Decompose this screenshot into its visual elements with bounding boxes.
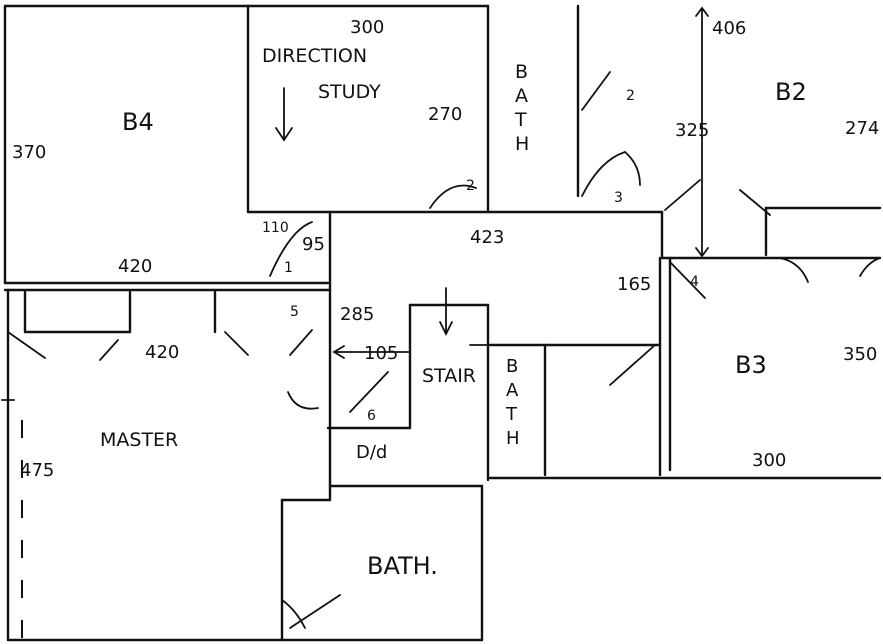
bath-mid-letter-4: H: [506, 428, 520, 449]
door-number-4: 4: [690, 274, 699, 290]
dim-b3-side: 350: [843, 344, 877, 365]
room-dressing-label: D/d: [356, 442, 387, 463]
dim-study-side: 270: [428, 104, 462, 125]
bath-top-letter-4: H: [515, 133, 529, 155]
room-stair-label: STAIR: [422, 365, 476, 387]
arrows: [275, 6, 709, 359]
dim-b4-side: 370: [12, 142, 46, 163]
room-b3-label: B3: [735, 351, 767, 379]
door-swings: [7, 71, 881, 629]
walls: [3, 4, 882, 642]
door-number-3: 3: [614, 190, 623, 206]
door-number-6: 6: [367, 408, 376, 424]
dim-b4-bottom: 420: [118, 256, 152, 277]
room-master-label: MASTER: [100, 429, 178, 451]
door-number-2a: 2: [466, 178, 475, 194]
dim-landing: 110: [262, 220, 289, 236]
dim-b2-side: 274: [845, 118, 879, 139]
dim-landing-door: 95: [302, 234, 325, 255]
dim-study-top: 300: [350, 17, 384, 38]
room-b4-label: B4: [122, 108, 154, 136]
door-number-2b: 2: [626, 88, 635, 104]
dim-hall: 423: [470, 227, 504, 248]
bath-top-letter-1: B: [515, 61, 528, 83]
bath-mid-letter-3: T: [505, 404, 518, 425]
dim-master-side: 475: [20, 460, 54, 481]
door-number-1: 1: [284, 260, 293, 276]
dim-b2-door: 325: [675, 120, 709, 141]
bath-mid-letter-1: B: [506, 356, 518, 377]
dim-b2-top: 406: [712, 18, 746, 39]
bath-top-letter-3: T: [514, 109, 527, 131]
dim-b3-bottom: 300: [752, 450, 786, 471]
dim-master-top: 420: [145, 342, 179, 363]
bath-top-letter-2: A: [515, 85, 528, 107]
bath-mid-letter-2: A: [506, 380, 519, 401]
dim-stair-width: 105: [364, 343, 398, 364]
door-number-5: 5: [290, 304, 299, 320]
dim-hall-small: 165: [617, 274, 651, 295]
room-b2-label: B2: [775, 78, 807, 106]
room-bath-bottom-label: BATH.: [367, 552, 438, 580]
dim-stair-landing: 285: [340, 304, 374, 325]
room-study-label: STUDY: [318, 81, 381, 103]
room-direction-label: DIRECTION: [262, 45, 367, 67]
